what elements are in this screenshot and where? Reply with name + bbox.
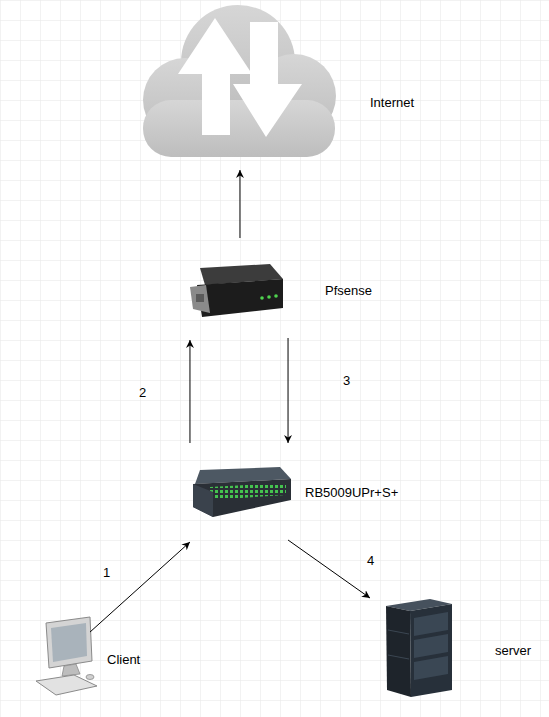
connector-arrow bbox=[288, 540, 370, 598]
node-label: Pfsense bbox=[325, 283, 372, 298]
computer-icon bbox=[36, 617, 97, 695]
step-number: 1 bbox=[103, 565, 110, 580]
node-label: server bbox=[495, 643, 531, 658]
network-node: Pfsense bbox=[185, 262, 293, 318]
step-number: 4 bbox=[367, 553, 374, 568]
step-number: 2 bbox=[139, 385, 146, 400]
connector-arrow bbox=[288, 338, 289, 443]
connector-arrow bbox=[239, 170, 240, 238]
connector-arrow bbox=[189, 340, 190, 443]
node-label: Client bbox=[107, 652, 140, 667]
router-icon bbox=[190, 264, 283, 317]
cloud-icon bbox=[143, 5, 336, 157]
connector-arrow bbox=[90, 542, 190, 632]
network-node: server bbox=[383, 596, 453, 698]
node-label: RB5009UPr+S+ bbox=[305, 485, 398, 500]
switch-icon bbox=[193, 467, 291, 517]
network-node: Internet bbox=[143, 5, 335, 157]
node-label: Internet bbox=[370, 95, 414, 110]
server-icon bbox=[386, 599, 452, 697]
network-node: Client bbox=[33, 618, 99, 696]
step-number: 3 bbox=[343, 373, 350, 388]
network-node: RB5009UPr+S+ bbox=[185, 466, 293, 520]
